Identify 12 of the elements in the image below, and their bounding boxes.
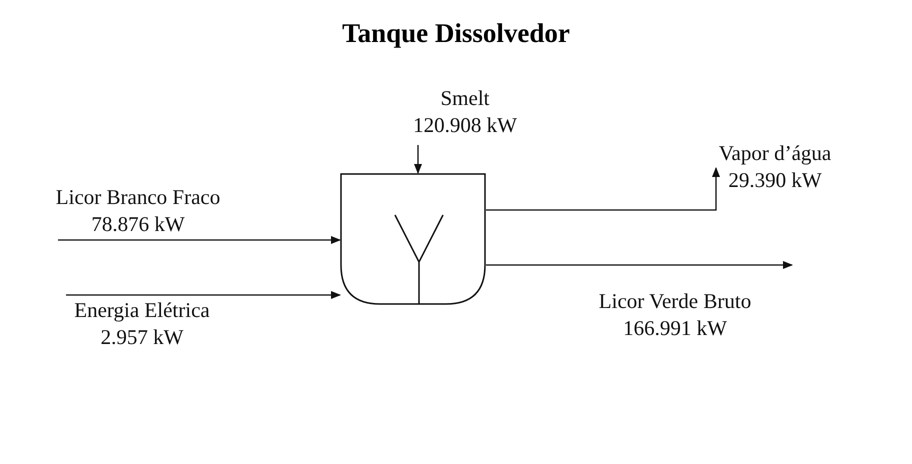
diagram-title: Tanque Dissolvedor — [341, 18, 571, 49]
dissolving-tank-drawing — [340, 173, 486, 305]
stream-label: Smelt 120.908 kW — [407, 85, 523, 141]
stream-label: Licor Branco Fraco 78.876 kW — [38, 184, 238, 240]
stream-label: Energia Elétrica 2.957 kW — [66, 297, 218, 353]
arrow — [58, 236, 341, 244]
stream-label: Licor Verde Bruto 166.991 kW — [585, 288, 765, 344]
arrow — [486, 167, 720, 211]
stream-label: Vapor d’água 29.390 kW — [700, 140, 850, 196]
arrow — [486, 261, 793, 269]
arrow — [414, 145, 422, 174]
arrow — [66, 291, 341, 299]
